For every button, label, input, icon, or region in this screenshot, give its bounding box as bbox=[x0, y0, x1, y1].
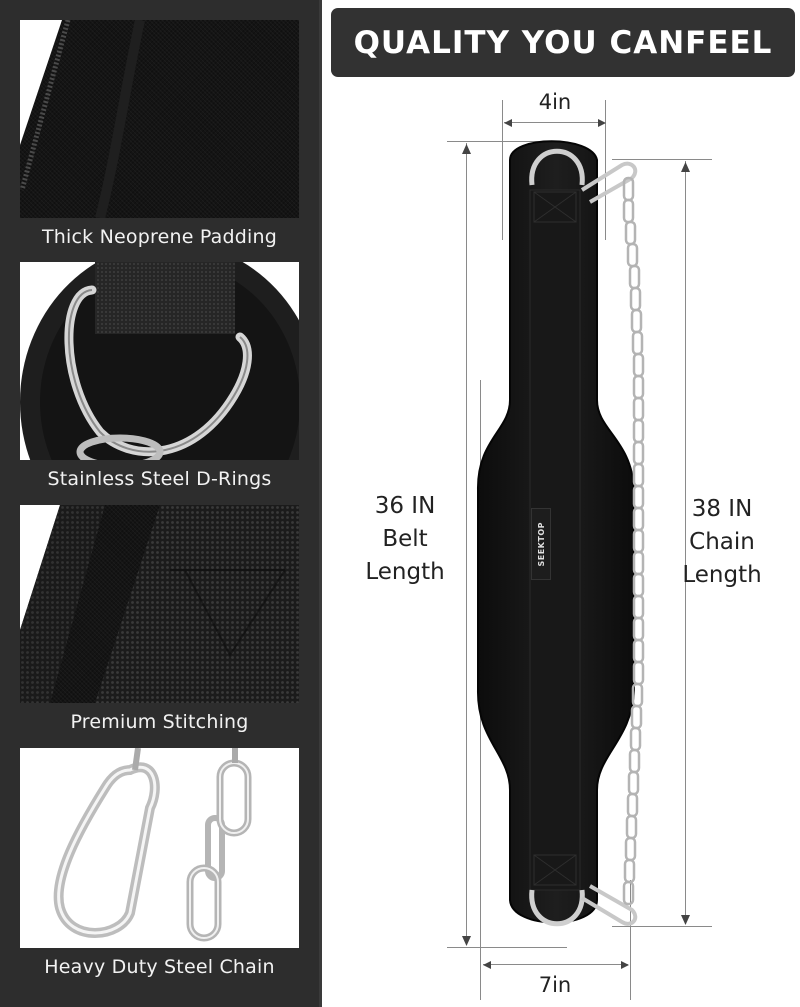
top-width-left-extension bbox=[502, 100, 503, 240]
steel-chain-graphic bbox=[580, 161, 645, 926]
belt-length-bottom-extension bbox=[447, 947, 567, 948]
neoprene-padding-image bbox=[20, 20, 299, 218]
belt-length-dimension-line bbox=[466, 143, 467, 945]
belt-length-line2: Belt bbox=[382, 526, 428, 552]
chain-length-value: 38 IN bbox=[691, 496, 753, 522]
feature-steel-chain: Heavy Duty Steel Chain bbox=[20, 748, 299, 978]
feature-caption: Stainless Steel D-Rings bbox=[47, 468, 272, 490]
belt-dimension-diagram: 4in 7in bbox=[322, 80, 800, 1007]
chain-length-line2: Chain bbox=[689, 529, 755, 555]
feature-caption: Thick Neoprene Padding bbox=[41, 226, 277, 248]
chain-length-dimension-line bbox=[685, 161, 686, 924]
banner-title: QUALITY YOU CANFEEL bbox=[353, 24, 773, 61]
feature-caption: Premium Stitching bbox=[70, 711, 249, 733]
bottom-width-arrows bbox=[483, 961, 629, 969]
neoprene-edge-graphic bbox=[20, 20, 145, 218]
chain-length-top-extension bbox=[612, 159, 712, 160]
bottom-width-label: 7in bbox=[538, 973, 572, 997]
belt-length-value: 36 IN bbox=[374, 493, 436, 519]
carabiner-chain-graphic bbox=[53, 748, 252, 942]
chain-length-line3: Length bbox=[682, 562, 762, 588]
chain-length-label: 38 IN Chain Length bbox=[667, 493, 777, 592]
top-width-right-extension bbox=[605, 100, 606, 240]
feature-d-rings: Stainless Steel D-Rings bbox=[20, 262, 299, 490]
belt-length-arrows bbox=[462, 144, 471, 946]
stitching-graphic bbox=[20, 505, 299, 703]
stitching-image bbox=[20, 505, 299, 703]
header-banner: QUALITY YOU CANFEEL bbox=[331, 8, 795, 77]
bottom-width-dimension-line bbox=[483, 964, 628, 965]
features-panel: Thick Neoprene Padding Stainless Steel D… bbox=[0, 0, 322, 1007]
top-width-dimension-line bbox=[504, 122, 604, 123]
top-width-label: 4in bbox=[538, 90, 572, 114]
bottom-width-right-extension bbox=[630, 880, 631, 1000]
feature-caption: Heavy Duty Steel Chain bbox=[44, 956, 275, 978]
brand-logo-text: SEEKTOP bbox=[536, 521, 546, 567]
feature-premium-stitching: Premium Stitching bbox=[20, 505, 299, 733]
belt-length-top-extension bbox=[447, 141, 547, 142]
chain-length-bottom-extension bbox=[612, 926, 712, 927]
chain-image bbox=[20, 748, 299, 948]
feature-neoprene-padding: Thick Neoprene Padding bbox=[20, 20, 299, 248]
belt-length-line3: Length bbox=[365, 559, 445, 585]
top-width-arrows bbox=[504, 119, 606, 127]
d-ring-image bbox=[20, 262, 299, 460]
brand-logo-patch: SEEKTOP bbox=[531, 508, 551, 580]
belt-length-label: 36 IN Belt Length bbox=[350, 490, 460, 589]
d-ring-graphic bbox=[20, 262, 299, 460]
chain-length-arrows bbox=[681, 162, 690, 925]
